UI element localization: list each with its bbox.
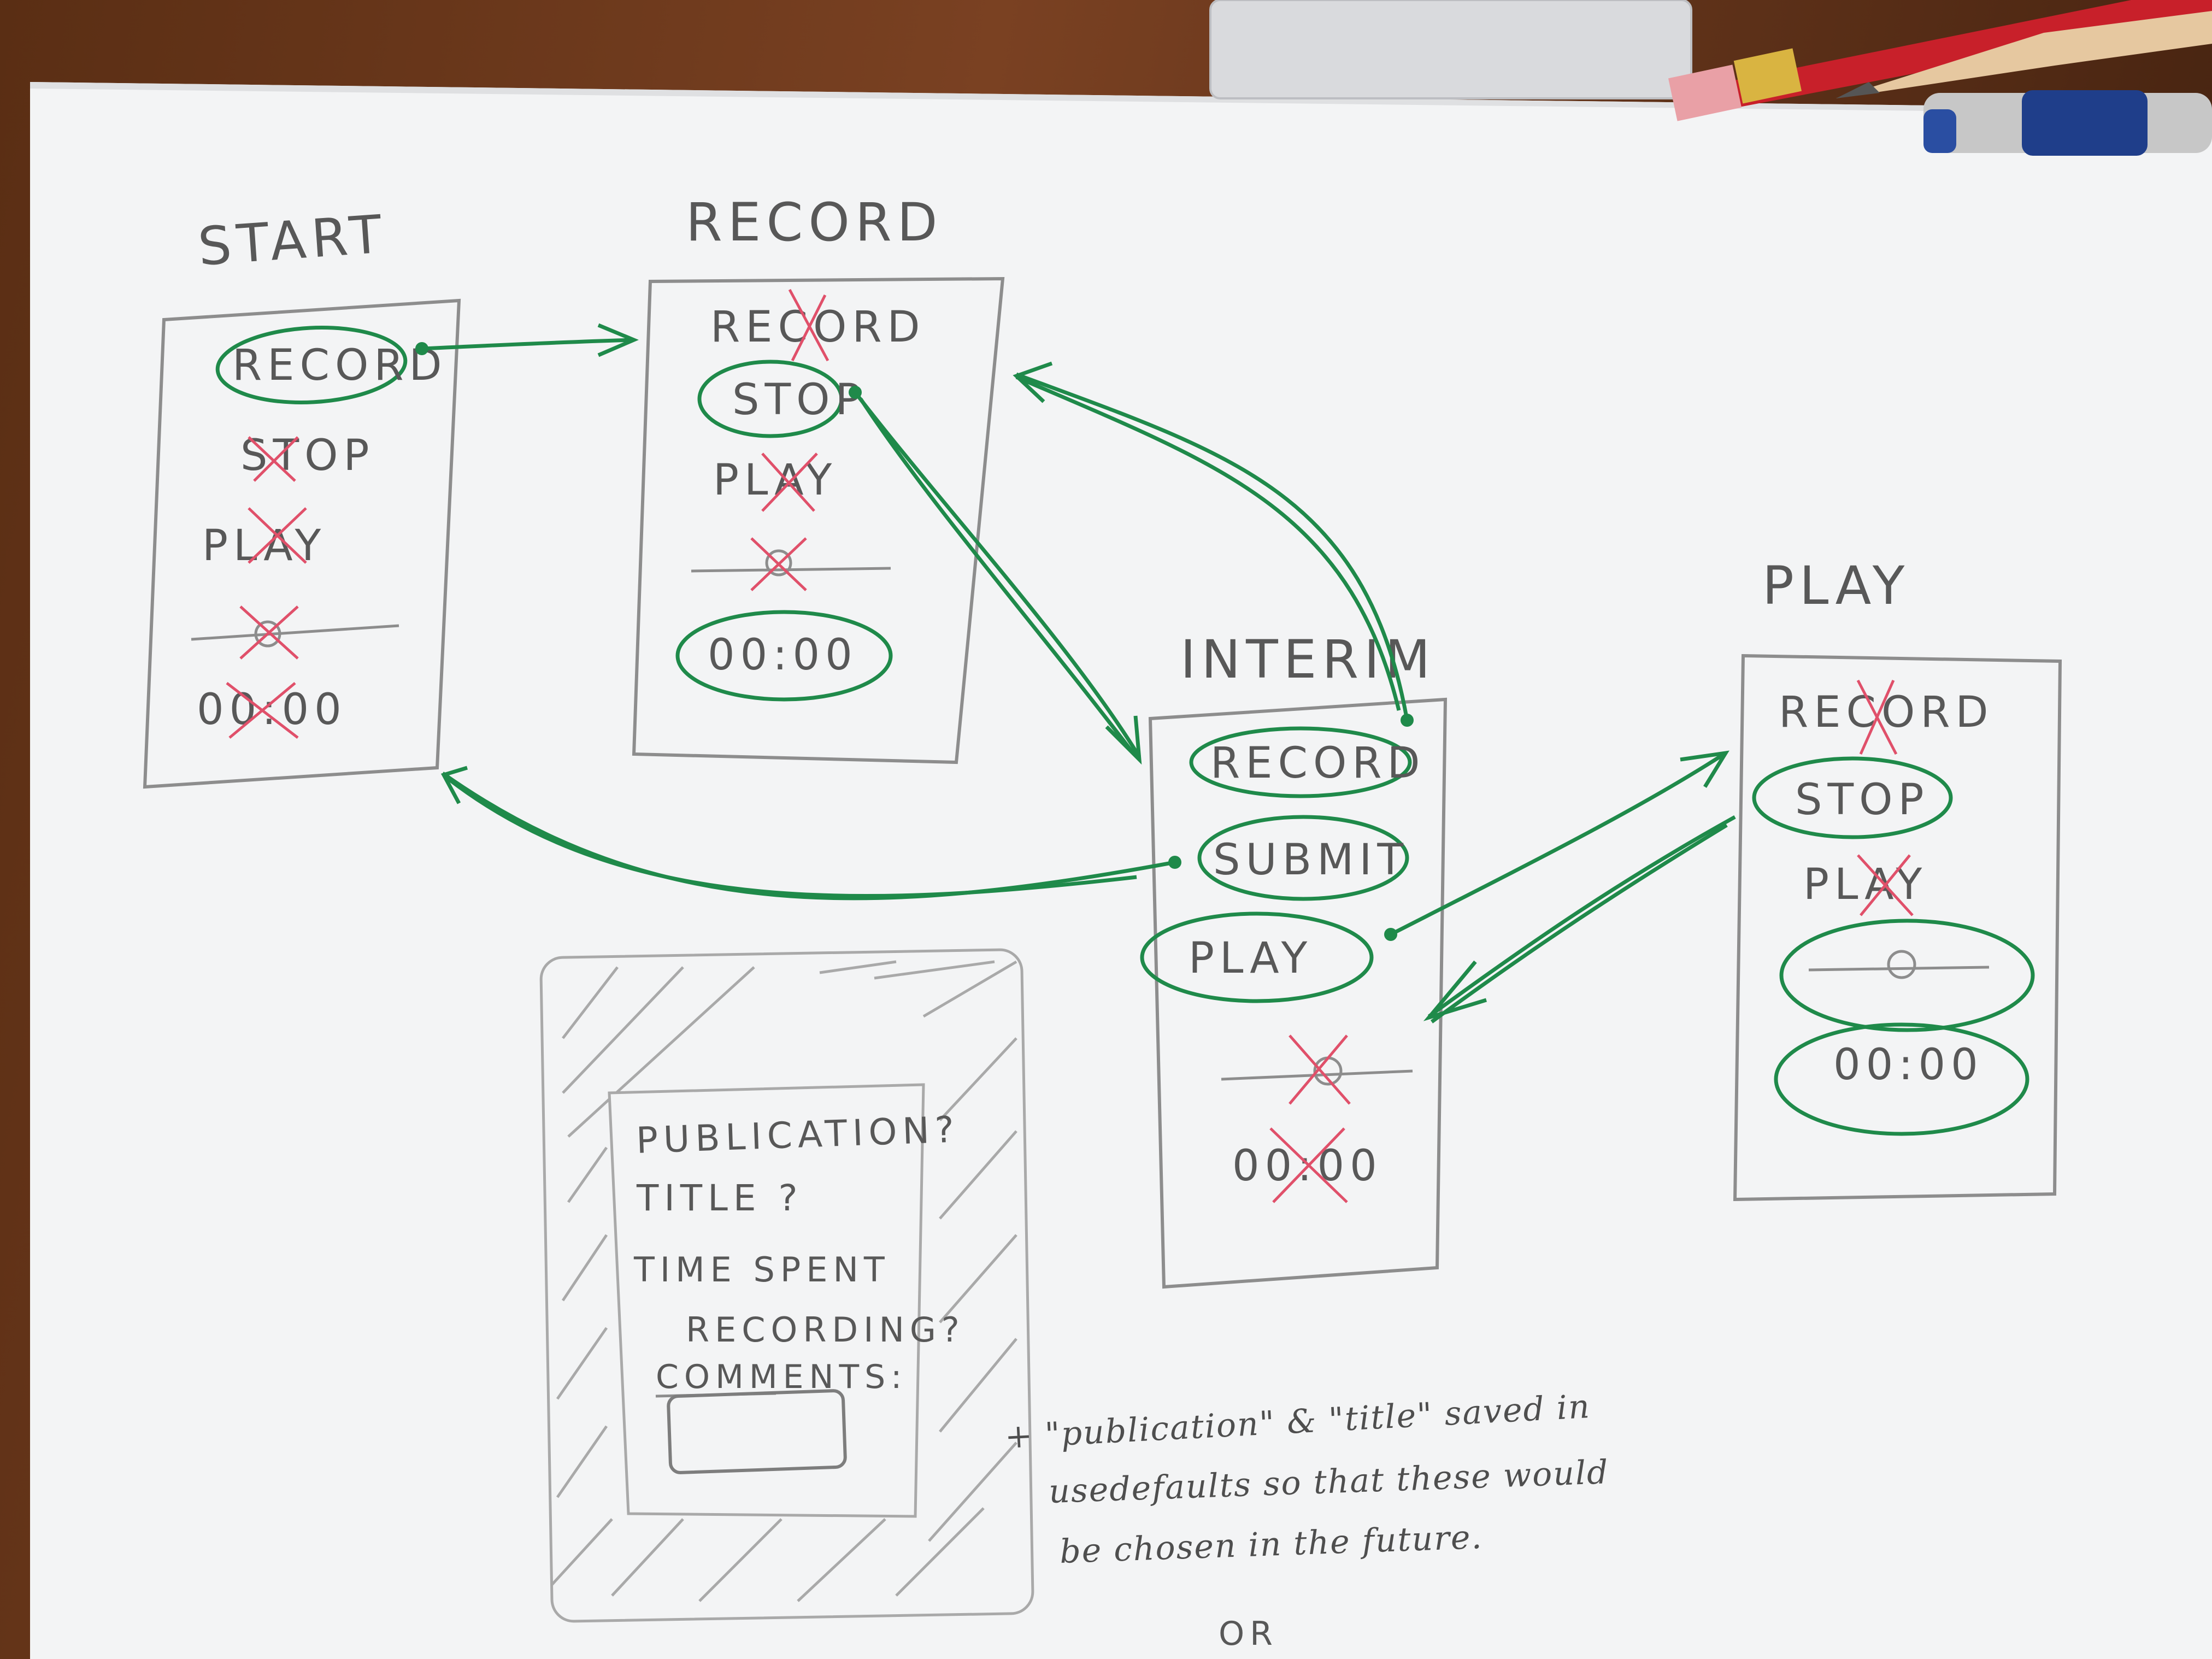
- interim-timer-cross-icon: [1269, 1127, 1348, 1203]
- arrow-play-to-interim: [1427, 815, 1736, 1018]
- dialog-comments-field[interactable]: [667, 1389, 847, 1474]
- record-frame: [632, 276, 1005, 764]
- dialog-hatching: [551, 960, 1017, 1602]
- play-stop-button[interactable]: STOP: [1795, 775, 1929, 825]
- start-timer: 00:00: [197, 685, 347, 734]
- start-slider-track: [191, 624, 399, 641]
- play-frame: [1733, 654, 2062, 1202]
- interim-slider-cross-icon: [1289, 1034, 1351, 1105]
- dialog-recording-label: RECORDING?: [686, 1310, 965, 1350]
- play-title: PLAY: [1762, 555, 1910, 616]
- play-timer: 00:00: [1833, 1040, 1984, 1090]
- play-play-cross-icon: [1857, 854, 1914, 916]
- screen-play: PLAY RECORD STOP PLAY 00:00: [1733, 555, 2062, 1202]
- arrow-interim-to-start: [441, 772, 1175, 901]
- interim-frame: [1148, 697, 1448, 1289]
- interim-record-circle: [1189, 726, 1412, 798]
- submit-dialog: PUBLICATION? TITLE ? TIME SPENT RECORDIN…: [539, 948, 1034, 1623]
- flow-arrows: [415, 323, 1736, 1023]
- record-play-cross-icon: [761, 452, 818, 512]
- paper-edge-shadow: [30, 82, 2022, 112]
- record-title: RECORD: [686, 192, 943, 253]
- start-stop-cross-icon: [248, 436, 299, 482]
- record-slider-cross-icon: [750, 537, 807, 591]
- interim-submit-circle: [1197, 815, 1409, 901]
- start-play-cross-icon: [248, 507, 307, 564]
- play-stop-circle: [1752, 756, 1953, 839]
- play-slider-track: [1808, 966, 1990, 972]
- pencils-group: [1668, 0, 2212, 156]
- record-stop-circle: [697, 360, 844, 438]
- dialog-outer-frame: [539, 948, 1034, 1623]
- interim-timer: 00:00: [1232, 1142, 1382, 1191]
- screen-interim: INTERIM RECORD SUBMIT PLAY 00:00: [1140, 629, 1448, 1289]
- play-play-button[interactable]: PLAY: [1803, 860, 1927, 909]
- record-timer-circle: [675, 610, 893, 702]
- eraser-box: [1209, 0, 1692, 99]
- screen-start: START RECORD STOP PLAY 00:00: [143, 203, 461, 789]
- dialog-time-spent-label: TIME SPENT: [633, 1250, 890, 1290]
- arrow-start-to-record: [421, 338, 634, 351]
- record-timer: 00:00: [708, 631, 858, 680]
- start-slider-cross-icon: [239, 605, 299, 660]
- record-record-button[interactable]: RECORD: [710, 303, 926, 352]
- record-slider-knob: [765, 549, 792, 576]
- interim-play-button[interactable]: PLAY: [1189, 934, 1313, 983]
- interim-slider-track: [1221, 1069, 1413, 1081]
- start-record-button[interactable]: RECORD: [232, 341, 448, 390]
- record-slider-track: [691, 567, 891, 573]
- start-play-button[interactable]: PLAY: [202, 521, 326, 570]
- interim-record-button[interactable]: RECORD: [1210, 739, 1426, 788]
- record-stop-button[interactable]: STOP: [732, 375, 867, 425]
- play-timer-circle: [1774, 1022, 2029, 1136]
- arrow-record-to-interim: [854, 391, 1141, 758]
- arrow-interim-to-record: [1015, 372, 1409, 721]
- footer-or: OR: [1219, 1615, 1278, 1653]
- play-record-cross-icon: [1856, 679, 1898, 755]
- interim-submit-button[interactable]: SUBMIT: [1213, 836, 1409, 885]
- start-slider-knob: [254, 620, 281, 648]
- interim-play-circle: [1140, 911, 1374, 1003]
- start-timer-cross-icon: [226, 682, 299, 739]
- arrow-interim-to-play: [1390, 752, 1725, 937]
- dialog-comments-label: COMMENTS:: [656, 1358, 907, 1396]
- play-slider-knob: [1887, 950, 1916, 979]
- screen-record: RECORD RECORD STOP PLAY 00:00: [632, 192, 1005, 764]
- record-record-cross-icon: [788, 289, 829, 362]
- start-title: START: [196, 203, 389, 278]
- dialog-title-label: TITLE ?: [636, 1177, 803, 1219]
- start-record-circle: [215, 325, 408, 405]
- play-slider-circle: [1779, 919, 2035, 1032]
- start-frame: [143, 298, 461, 789]
